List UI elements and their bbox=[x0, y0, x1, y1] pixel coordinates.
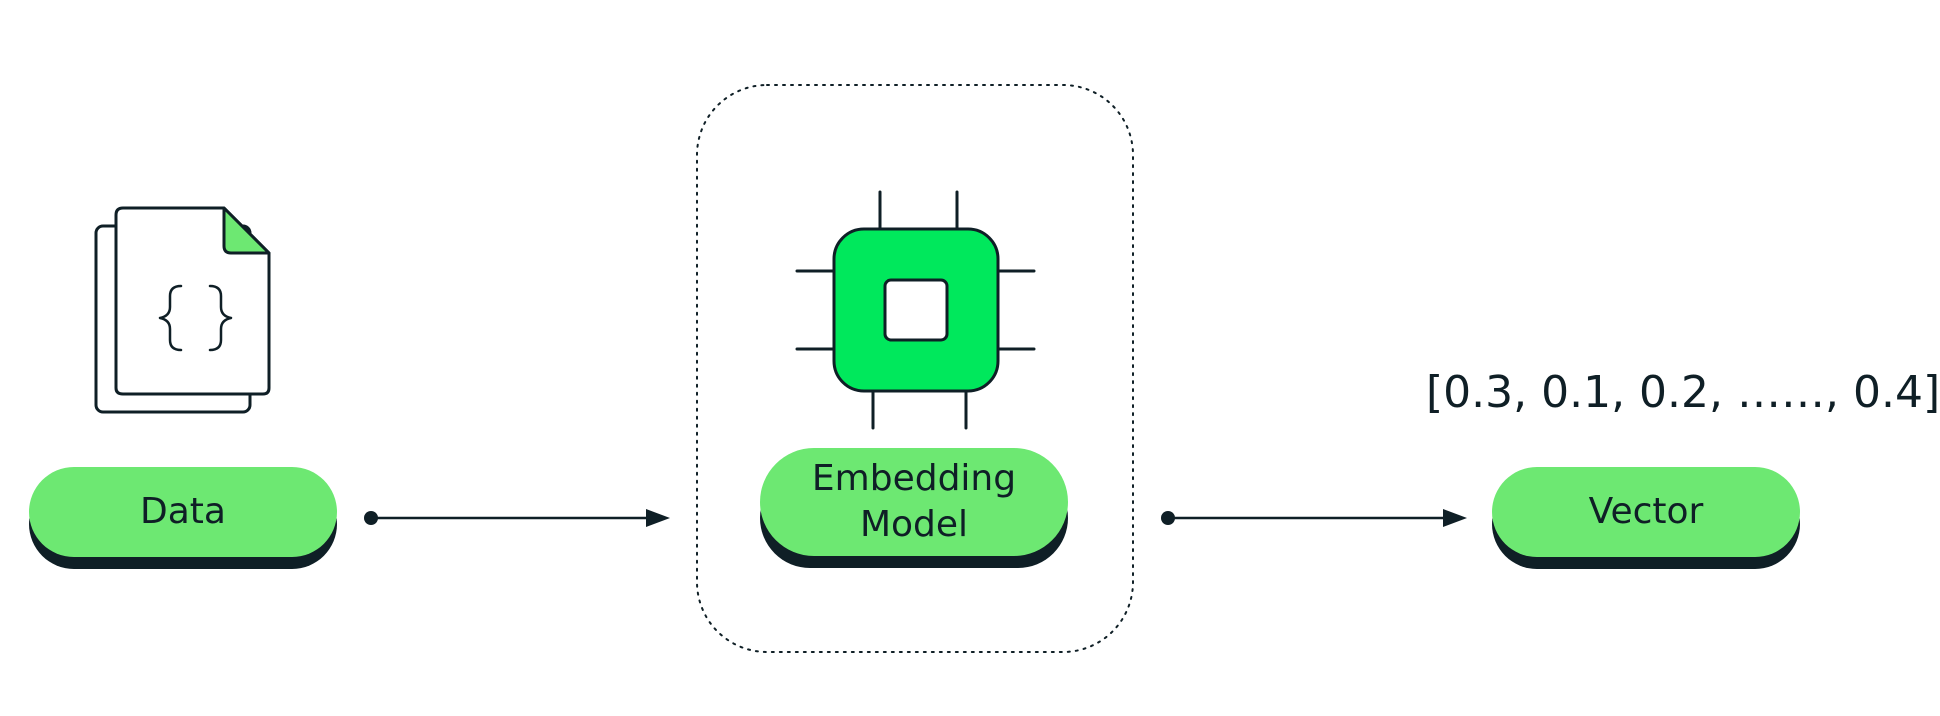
embedding-model-line1: Embedding bbox=[811, 458, 1017, 499]
model-container bbox=[696, 84, 1134, 653]
processor-chip-icon bbox=[795, 190, 1036, 430]
embedding-model-label: Embedding Model bbox=[760, 448, 1068, 556]
data-node: Data bbox=[29, 467, 337, 569]
embedding-model-line2: Model bbox=[859, 504, 969, 545]
vector-label: Vector bbox=[1492, 467, 1800, 557]
vector-value: [0.3, 0.1, 0.2, ……, 0.4] bbox=[1426, 367, 1940, 418]
json-document-icon bbox=[94, 206, 271, 414]
vector-node: Vector bbox=[1492, 467, 1800, 569]
arrow-data-to-model bbox=[364, 509, 670, 527]
embedding-model-node: Embedding Model bbox=[760, 448, 1068, 568]
arrow-model-to-vector bbox=[1161, 509, 1467, 527]
data-label: Data bbox=[29, 467, 337, 557]
